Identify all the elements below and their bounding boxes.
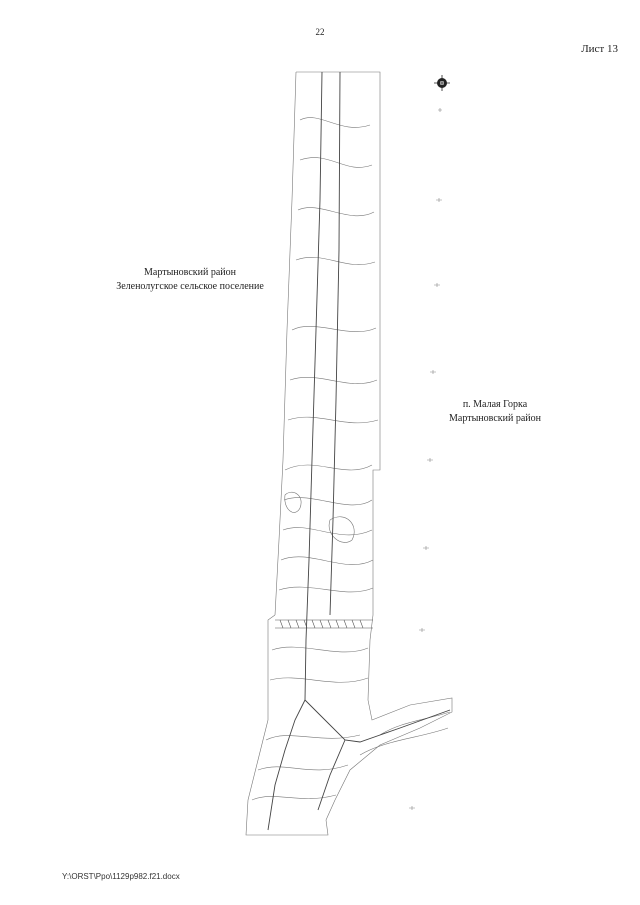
left-region-label: Мартыновский район Зеленолугское сельско… (70, 266, 310, 294)
right-region-line2: Мартыновский район (449, 413, 541, 424)
page-number: 22 (315, 27, 325, 37)
left-region-line2: Зеленолугское сельское поселение (116, 281, 264, 292)
sheet-label: Лист 13 (581, 43, 618, 55)
right-region-label: п. Малая Горка Мартыновский район (420, 398, 570, 426)
left-region-line1: Мартыновский район (144, 267, 236, 278)
north-arrow-icon (434, 75, 450, 91)
file-path: Y:\ORST\Ppo\1129p982.f21.docx (62, 872, 180, 881)
right-region-line1: п. Малая Горка (462, 399, 528, 410)
